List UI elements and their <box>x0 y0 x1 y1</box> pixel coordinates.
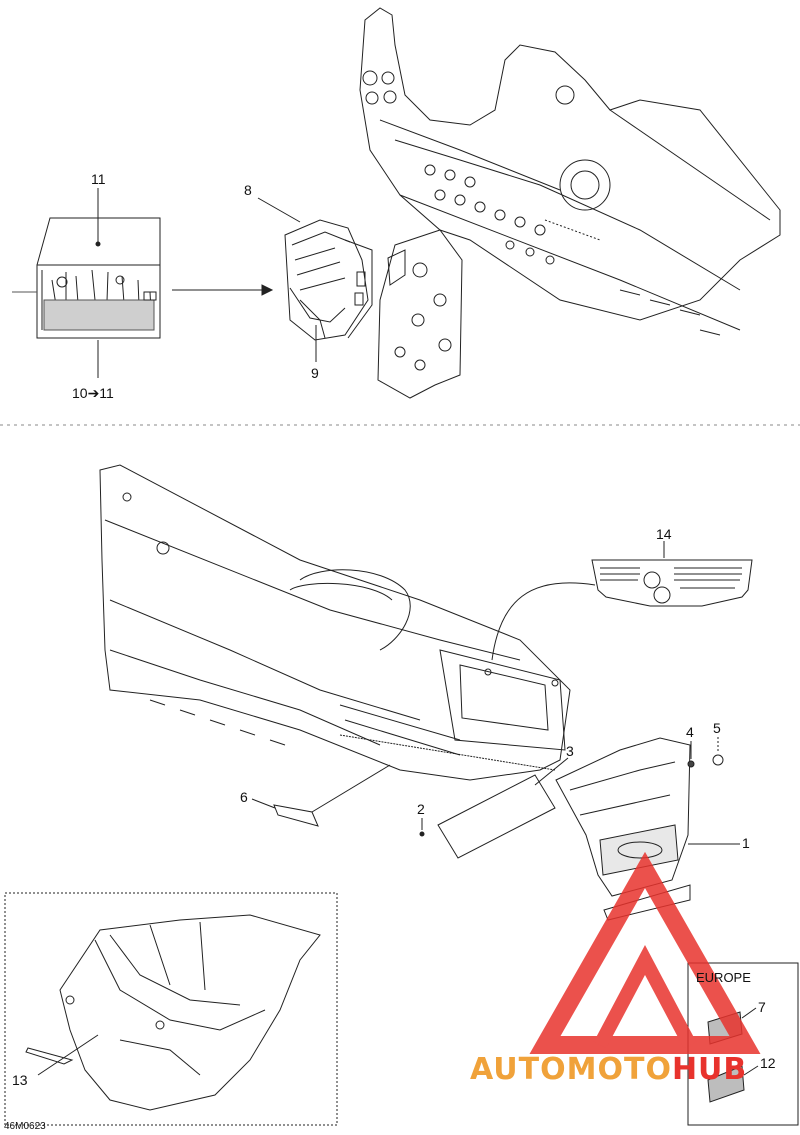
watermark-text-part2: HUB <box>671 1052 748 1087</box>
part-14-warning-label <box>591 559 753 607</box>
callout-5: 5 <box>713 720 721 736</box>
rear-frame-assembly <box>99 464 571 781</box>
part-9-strap <box>289 287 346 339</box>
leader-14-curve <box>491 582 596 661</box>
watermark-text-part1: AUTOMOTO <box>470 1052 672 1087</box>
callout-9: 9 <box>311 365 319 381</box>
part-5-cap <box>712 754 724 766</box>
europe-label: EUROPE <box>696 970 751 985</box>
leader-8 <box>257 197 301 223</box>
part-4-screw <box>687 760 695 768</box>
part-11-tool-kit <box>12 217 161 339</box>
callout-6: 6 <box>240 789 248 805</box>
leader-7 <box>741 1007 757 1019</box>
callout-3: 3 <box>566 743 574 759</box>
watermark-logo-icon <box>529 851 761 1054</box>
callout-2: 2 <box>417 801 425 817</box>
part-2-rivet <box>419 831 425 837</box>
inset-frame-13 <box>4 892 338 1126</box>
leader-6 <box>251 798 276 809</box>
bumper-inset <box>59 914 321 1111</box>
drawing-code: 46M0623 <box>4 1121 46 1132</box>
callout-1: 1 <box>742 835 750 851</box>
part-1-snow-flap <box>555 737 691 921</box>
callout-4: 4 <box>686 724 694 740</box>
callout-13: 13 <box>12 1072 28 1088</box>
callout-8: 8 <box>244 182 252 198</box>
leader-12 <box>743 1065 759 1076</box>
leader-3 <box>534 757 569 786</box>
callout-7: 7 <box>758 999 766 1015</box>
callout-10-11: 10➔11 <box>72 385 114 401</box>
callout-12: 12 <box>760 1055 776 1071</box>
leader-6b <box>311 764 391 813</box>
watermark-text: AUTOMOTOHUB <box>470 1055 747 1085</box>
leader-13 <box>37 1034 99 1076</box>
upper-frame-assembly <box>359 7 781 336</box>
part-6-reflector <box>273 804 319 827</box>
callout-11: 11 <box>91 171 106 187</box>
arrow-head <box>261 284 274 296</box>
mounting-bracket <box>377 229 463 399</box>
leader-dot-11 <box>95 241 101 247</box>
part-12-reflector <box>707 1065 745 1103</box>
part-13-reflector <box>25 1047 74 1065</box>
part-3-plate <box>437 774 556 859</box>
callout-14: 14 <box>656 526 672 542</box>
part-8-storage-box <box>284 219 373 341</box>
